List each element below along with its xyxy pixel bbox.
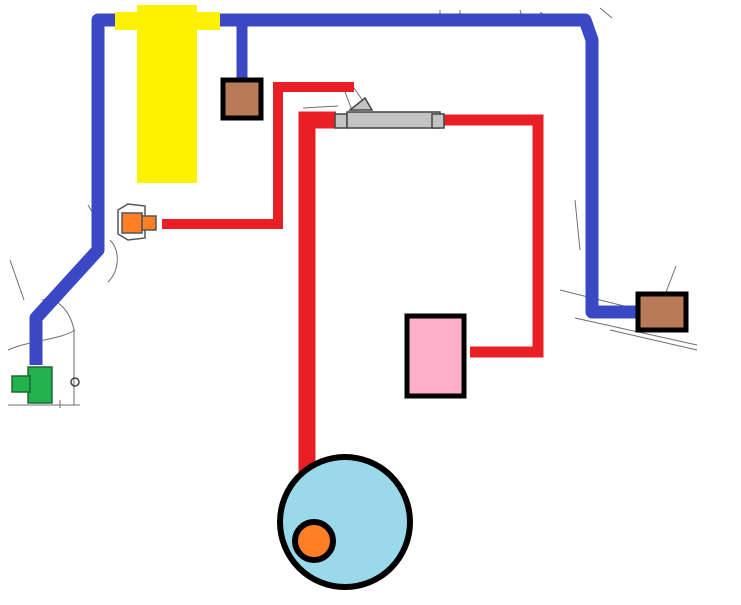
pump-bolt	[70, 377, 80, 387]
blue-hose-network	[29, 13, 640, 365]
blue-main-hose	[29, 13, 640, 365]
yellow-reservoir	[137, 5, 197, 183]
fitting-body	[121, 212, 143, 234]
right-sensor-box	[635, 291, 689, 333]
orange-fitting	[117, 203, 157, 241]
red-tank-hose	[298, 111, 336, 540]
valve-right-nut	[431, 113, 445, 129]
green-pump	[11, 366, 80, 404]
red-fitting-hose	[162, 82, 354, 229]
sketch-line	[344, 91, 353, 111]
valve-left-nut	[334, 113, 348, 129]
fitting-nut	[141, 215, 157, 231]
gray-valve	[334, 96, 445, 129]
red-hose-network	[162, 82, 544, 540]
pump-outlet	[11, 375, 31, 393]
sketch-line	[574, 199, 581, 251]
sketch-line	[302, 105, 339, 109]
sketch-line	[9, 259, 25, 301]
sketch-line	[107, 239, 118, 283]
sketch-line	[609, 329, 698, 351]
upper-sensor-box	[220, 77, 264, 121]
sketch-line	[7, 329, 76, 351]
red-canister-hose	[443, 114, 544, 358]
valve-branch	[347, 96, 374, 111]
round-tank	[277, 454, 413, 590]
valve-body	[346, 111, 441, 129]
fitting-bracket	[117, 203, 146, 241]
pump-body	[27, 366, 53, 404]
tank-outlet-port	[292, 519, 336, 563]
pink-canister	[404, 313, 467, 399]
sketch-line	[599, 7, 613, 19]
